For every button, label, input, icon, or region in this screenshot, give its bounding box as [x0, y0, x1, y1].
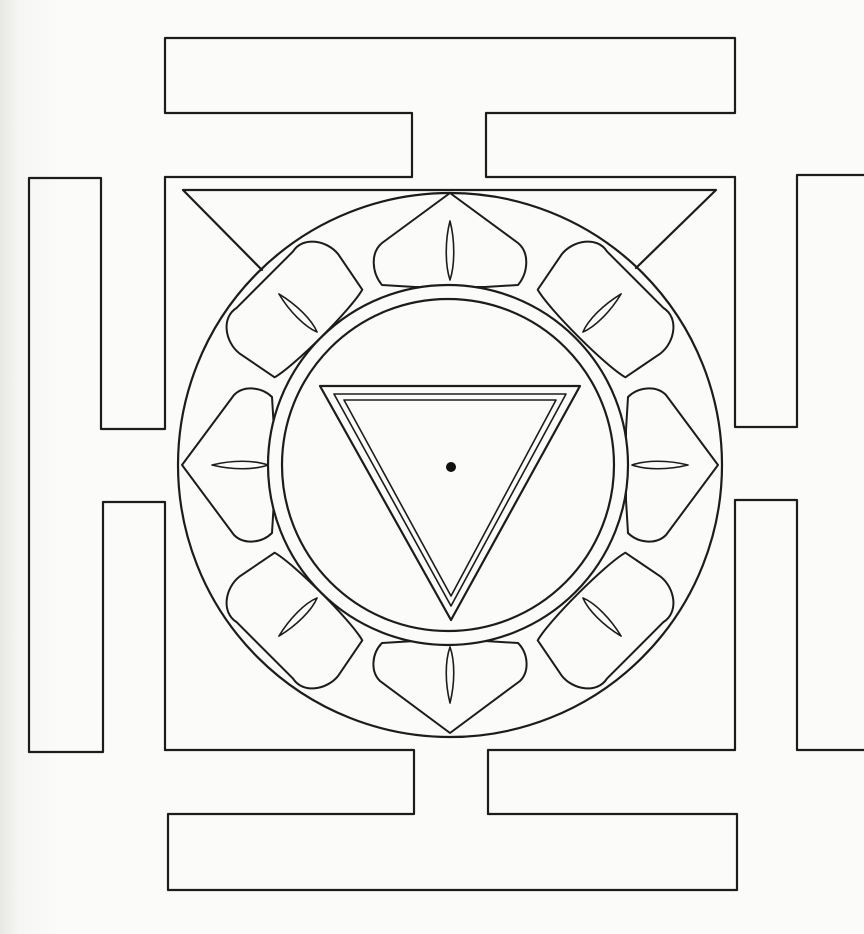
gate-top [165, 38, 735, 177]
lotus-petal [374, 193, 527, 287]
gate-bottom [165, 750, 737, 890]
bindu-dot [446, 462, 456, 472]
lotus-petal [373, 641, 526, 733]
lotus-petal [182, 388, 274, 541]
gate-right [735, 175, 864, 750]
lotus-petal [626, 388, 718, 541]
gate-left [29, 177, 165, 752]
